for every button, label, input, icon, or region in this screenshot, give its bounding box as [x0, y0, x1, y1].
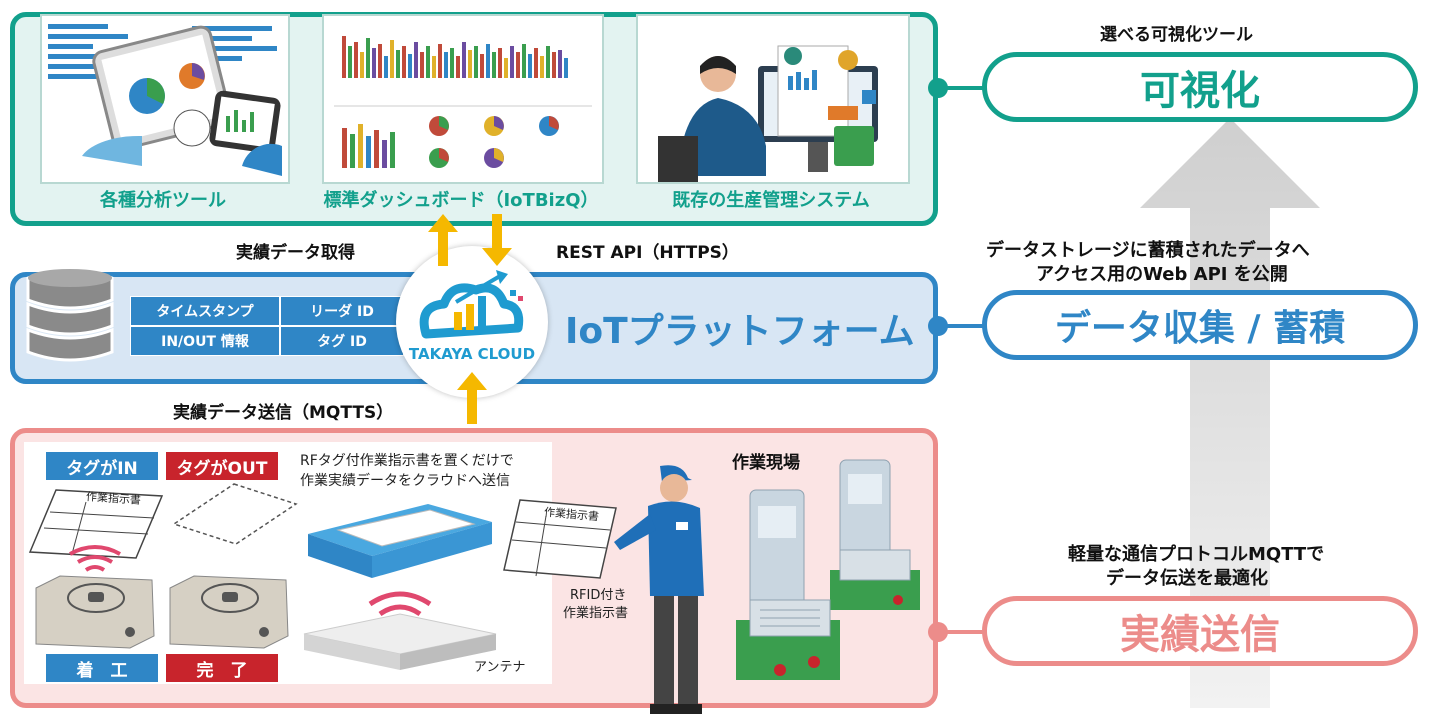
send-connector-dot: [928, 622, 948, 642]
rfid-sheet-label-2: 作業指示書: [563, 606, 629, 621]
rfid-instruction-sheet: [503, 499, 617, 579]
label-data-send: 実績データ送信（MQTTS）: [173, 403, 394, 423]
viz-connector-dot: [928, 78, 948, 98]
viz-header: 選べる可視化ツール: [1100, 25, 1253, 45]
rfid-reader-out: [169, 575, 289, 649]
field-reader-id: リーダ ID: [280, 296, 404, 326]
progress-arrow: [1140, 118, 1320, 708]
store-desc-1: データストレージに蓄積されたデータへ: [986, 240, 1310, 261]
status-done-badge: 完 了: [166, 654, 278, 682]
caption-dashboard: 標準ダッシュボード（IoTBizQ）: [323, 190, 599, 211]
store-desc-2: アクセス用のWeb API を公開: [1036, 264, 1288, 285]
iot-connector-line: [946, 324, 984, 328]
production-machines: [736, 459, 920, 680]
instruction-sheet-in: [28, 489, 164, 559]
arrow-up-send: [457, 372, 487, 424]
dashboard-image: [322, 14, 604, 184]
send-desc-1: 軽量な通信プロトコルMQTTで: [1068, 544, 1325, 565]
takaya-cloud-text: TAKAYA CLOUD: [408, 345, 536, 363]
store-pill: データ収集 / 蓄積: [982, 290, 1418, 360]
analysis-tools-image: [40, 14, 290, 184]
caption-analysis-tools: 各種分析ツール: [100, 190, 226, 211]
document-tray: [308, 504, 492, 578]
status-start-badge: 着 工: [46, 654, 158, 682]
iot-platform-title: IoTプラットフォーム: [565, 311, 915, 352]
note-line-1: RFタグ付作業指示書を置くだけで: [300, 453, 514, 469]
send-desc-2: データ伝送を最適化: [1106, 568, 1268, 589]
rfid-reader-in: [35, 545, 155, 649]
field-tag-id: タグ ID: [280, 326, 404, 356]
send-connector-line: [946, 630, 984, 634]
instruction-sheet-removed: [172, 483, 298, 545]
tag-out-badge: タグがOUT: [166, 452, 278, 480]
rfid-sheet-label-1: RFID付き: [570, 588, 627, 603]
arrow-up-get: [428, 214, 458, 266]
label-data-get: 実績データ取得: [236, 243, 355, 263]
tag-in-badge: タグがIN: [46, 452, 158, 480]
field-in-out: IN/OUT 情報: [130, 326, 280, 356]
antenna-label: アンテナ: [474, 660, 526, 675]
database-icon: [26, 268, 114, 362]
viz-connector-line: [946, 86, 984, 90]
iot-connector-dot: [928, 316, 948, 336]
viz-pill: 可視化: [982, 52, 1418, 122]
production-system-image: [636, 14, 910, 184]
note-line-2: 作業実績データをクラウドへ送信: [300, 473, 510, 489]
arrow-down-rest: [482, 214, 512, 266]
data-fields-grid: タイムスタンプ リーダ ID IN/OUT 情報 タグ ID: [130, 296, 404, 356]
label-rest-api: REST API（HTTPS）: [556, 243, 739, 263]
antenna: [303, 591, 497, 670]
caption-production-system: 既存の生産管理システム: [672, 190, 870, 211]
worker: [614, 465, 704, 714]
workplace-label: 作業現場: [732, 453, 800, 473]
field-timestamp: タイムスタンプ: [130, 296, 280, 326]
send-pill: 実績送信: [982, 596, 1418, 666]
